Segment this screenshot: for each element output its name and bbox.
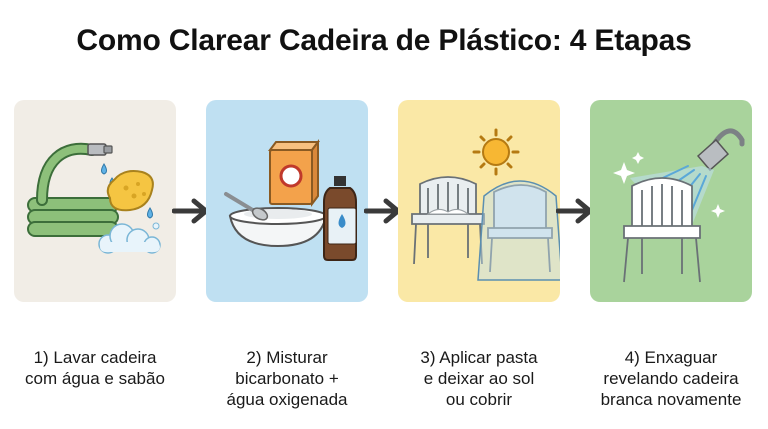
white-chair-icon bbox=[623, 177, 701, 283]
sparkle-icon bbox=[613, 152, 725, 218]
step-3-card bbox=[398, 100, 560, 302]
baking-soda-box-icon bbox=[268, 139, 320, 207]
chair-with-paste-icon bbox=[411, 176, 485, 265]
step-3-caption: 3) Aplicar pasta e deixar ao sol ou cobr… bbox=[420, 348, 538, 409]
step-1-card bbox=[14, 100, 176, 302]
step-1-caption: 1) Lavar cadeira com água e sabão bbox=[25, 348, 165, 388]
mixing-bowl-icon bbox=[228, 207, 328, 248]
soap-foam-icon bbox=[98, 222, 161, 254]
sun-icon bbox=[472, 128, 520, 176]
garden-hose-icon bbox=[27, 142, 119, 237]
step-4-card bbox=[590, 100, 752, 302]
page-title: Como Clarear Cadeira de Plástico: 4 Etap… bbox=[76, 24, 692, 57]
step-2-card bbox=[206, 100, 368, 302]
step-2-caption: 2) Misturar bicarbonato + água oxigenada bbox=[226, 348, 348, 409]
peroxide-bottle-icon bbox=[323, 176, 357, 261]
step-4-caption: 4) Enxaguar revelando cadeira branca nov… bbox=[600, 348, 742, 409]
spoon-icon bbox=[224, 192, 269, 221]
covered-chair-icon bbox=[477, 180, 560, 281]
sponge-icon bbox=[106, 170, 154, 212]
